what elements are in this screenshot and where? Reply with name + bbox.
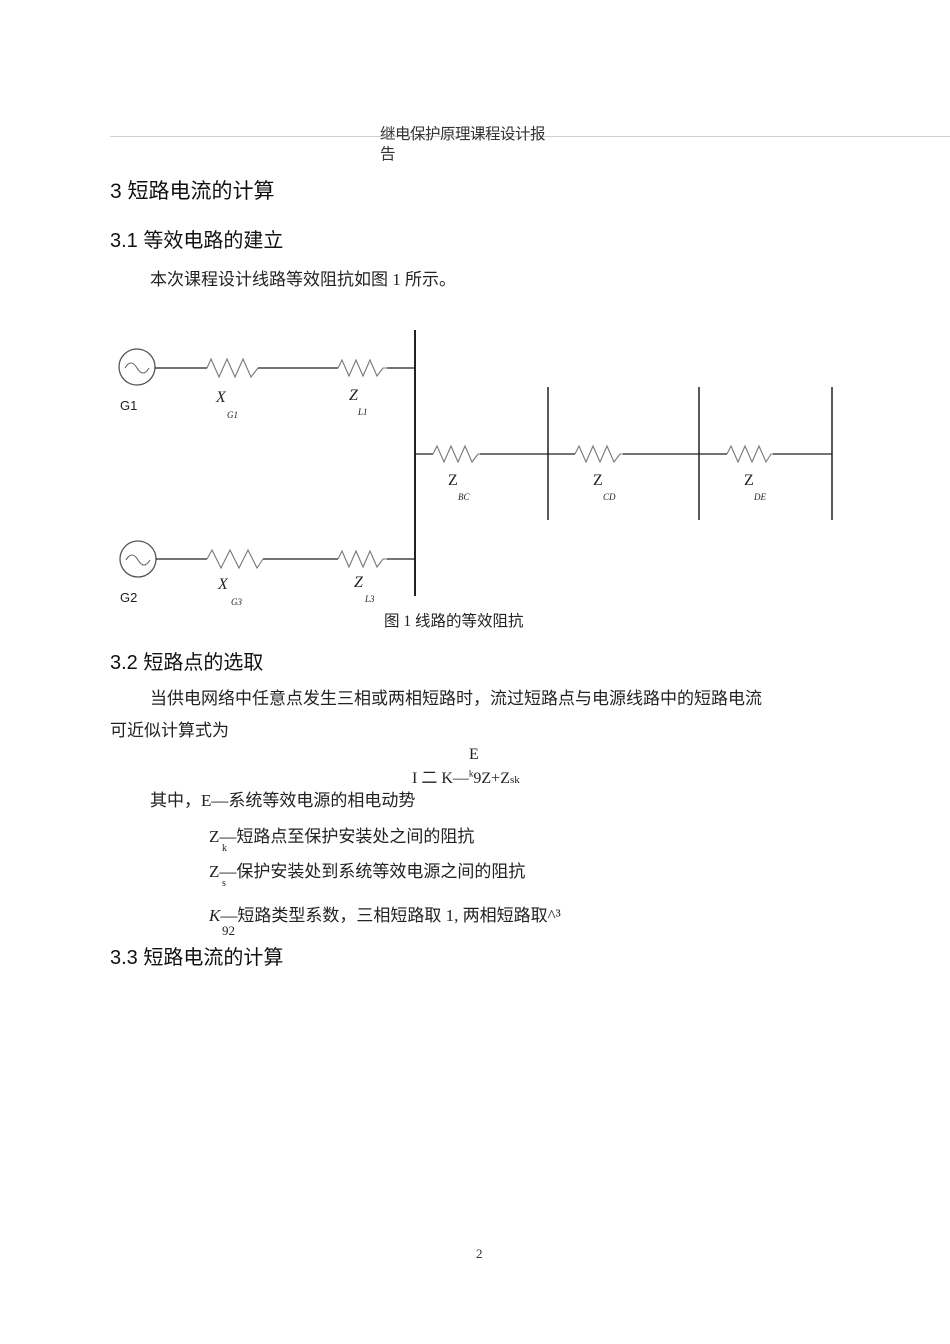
label-zcd-subscript: CD — [603, 492, 616, 502]
where-intro: 其中，E—系统等效电源的相电动势 — [150, 791, 416, 810]
def-zk: Z—短路点至保护安装处之间的阻抗 — [209, 827, 475, 846]
def-k-subscript: 92 — [222, 923, 235, 938]
label-zde-subscript: DE — [754, 492, 766, 502]
section-3-3-heading: 3.3 短路电流的计算 — [110, 947, 284, 969]
formula-k-sup: k — [468, 768, 474, 779]
equivalent-circuit-diagram — [118, 330, 833, 596]
label-zbc-symbol: Z — [448, 472, 458, 489]
section-3-1-heading: 3.1 等效电路的建立 — [110, 230, 284, 252]
def-zs-subscript: s — [222, 878, 226, 889]
figure-1-caption: 图 1 线路的等效阻抗 — [384, 613, 524, 630]
def-zk-subscript: k — [222, 843, 227, 854]
resistor-zl1-icon — [337, 358, 387, 378]
header-title-line1: 继电保护原理课程设计报 — [380, 125, 546, 143]
section-3-heading: 3 短路电流的计算 — [110, 180, 275, 203]
label-zl3-subscript: L3 — [365, 594, 375, 604]
section-3-2-paragraph-line1: 当供电网络中任意点发生三相或两相短路时，流过短路点与电源线路中的短路电流 — [150, 689, 762, 708]
resistor-zbc-icon — [432, 444, 480, 464]
label-xg1-symbol: X — [216, 389, 226, 406]
formula-main: I 二 K— — [412, 770, 469, 787]
generator-g2-icon — [119, 540, 157, 578]
label-zcd-symbol: Z — [593, 472, 603, 489]
label-zl1-symbol: Z — [349, 387, 358, 404]
generator-label-g1: G1 — [120, 398, 138, 413]
label-zl1-subscript: L1 — [358, 407, 368, 417]
formula-numerator: E — [469, 746, 479, 763]
label-xg3-symbol: X — [218, 576, 228, 593]
def-k: K—短路类型系数，三相短路取 1, 两相短路取^³ — [209, 906, 561, 925]
section-3-2-paragraph-line2: 可近似计算式为 — [110, 721, 229, 740]
header-title-line2: 告 — [380, 145, 396, 163]
label-xg3-subscript: G3 — [231, 597, 242, 607]
resistor-xg3-icon — [206, 548, 264, 570]
generator-g1-icon — [118, 348, 156, 386]
formula: I 二 K—k9Z+Zsk — [412, 764, 520, 788]
header-rule — [110, 136, 950, 137]
page-number: 2 — [476, 1246, 483, 1261]
formula-tail: 9Z+Z — [473, 770, 510, 787]
resistor-xg1-icon — [206, 357, 259, 379]
label-zde-symbol: Z — [744, 472, 754, 489]
def-zs: Z—保护安装处到系统等效电源之间的阻抗 — [209, 862, 526, 881]
label-xg1-subscript: G1 — [227, 410, 238, 420]
generator-label-g2: G2 — [120, 590, 138, 605]
resistor-zl3-icon — [337, 549, 387, 569]
formula-sk: sk — [509, 774, 520, 786]
resistor-zcd-icon — [574, 444, 623, 464]
label-zl3-symbol: Z — [354, 574, 363, 591]
section-3-2-heading: 3.2 短路点的选取 — [110, 652, 264, 674]
label-zbc-subscript: BC — [458, 492, 470, 502]
resistor-zde-icon — [726, 444, 773, 464]
section-3-1-paragraph: 本次课程设计线路等效阻抗如图 1 所示。 — [150, 270, 456, 289]
